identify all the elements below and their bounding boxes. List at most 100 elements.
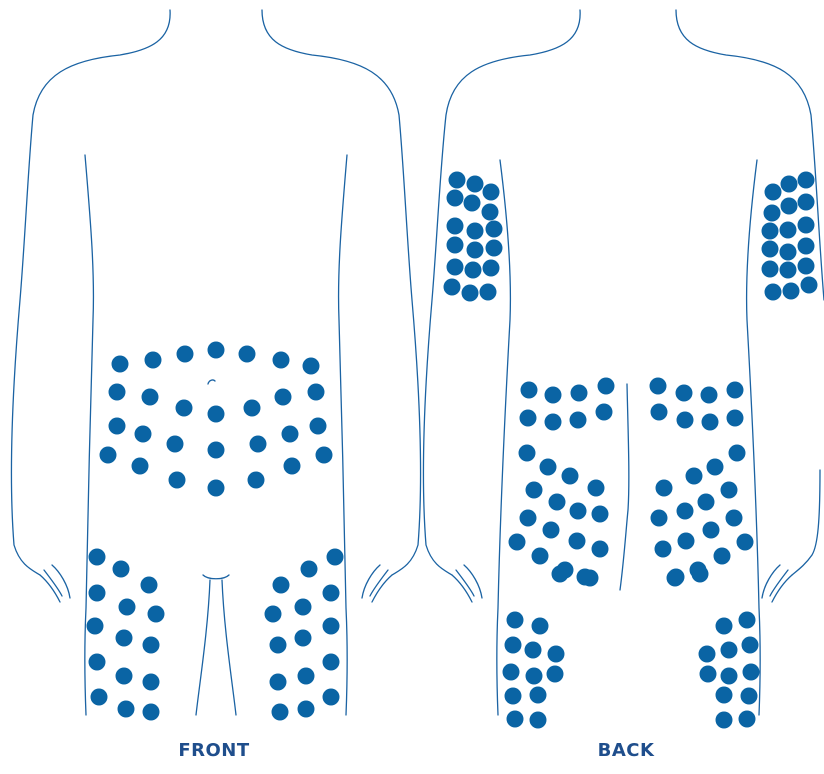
injection-site-dot — [89, 654, 106, 671]
injection-site-dot — [323, 585, 340, 602]
injection-site-dot — [87, 618, 104, 635]
injection-sites — [87, 172, 818, 729]
injection-site-dot — [780, 244, 797, 261]
injection-site-dot — [743, 664, 760, 681]
injection-site-dot — [547, 666, 564, 683]
injection-site-dot — [701, 387, 718, 404]
injection-site-dot — [109, 418, 126, 435]
injection-site-dot — [505, 637, 522, 654]
injection-site-dot — [530, 687, 547, 704]
site-region-left-thigh-back — [503, 612, 565, 729]
injection-site-dot — [762, 261, 779, 278]
injection-site-dot — [699, 646, 716, 663]
injection-site-dot — [707, 459, 724, 476]
injection-site-dot — [176, 400, 193, 417]
injection-site-dot — [327, 549, 344, 566]
injection-site-dot — [726, 510, 743, 527]
injection-site-dot — [135, 426, 152, 443]
injection-site-dot — [798, 194, 815, 211]
injection-site-dot — [650, 378, 667, 395]
injection-site-dot — [721, 668, 738, 685]
injection-site-dot — [272, 704, 289, 721]
injection-site-dot — [739, 711, 756, 728]
injection-site-dot — [519, 445, 536, 462]
injection-site-dot — [483, 184, 500, 201]
front-label: FRONT — [114, 740, 314, 761]
front-body-outline — [12, 10, 421, 715]
injection-site-dot — [651, 510, 668, 527]
injection-site-dot — [729, 445, 746, 462]
injection-site-dot — [316, 447, 333, 464]
injection-site-dot — [716, 712, 733, 729]
site-region-right-upper-arm — [762, 172, 818, 301]
injection-site-dot — [118, 701, 135, 718]
injection-site-dot — [112, 356, 129, 373]
injection-site-dot — [686, 468, 703, 485]
injection-site-dot — [714, 548, 731, 565]
injection-site-dot — [467, 223, 484, 240]
injection-site-dot — [678, 533, 695, 550]
injection-site-dot — [801, 277, 818, 294]
back-body-outline — [424, 10, 824, 715]
injection-site-dot — [656, 480, 673, 497]
injection-site-dot — [467, 176, 484, 193]
injection-site-dot — [273, 352, 290, 369]
injection-site-dot — [208, 342, 225, 359]
injection-site-dot — [545, 414, 562, 431]
injection-site-dot — [677, 503, 694, 520]
injection-site-dot — [780, 222, 797, 239]
injection-site-dot — [721, 642, 738, 659]
injection-site-dot — [552, 566, 569, 583]
injection-site-dot — [741, 688, 758, 705]
injection-site-dot — [530, 712, 547, 729]
injection-site-dot — [177, 346, 194, 363]
injection-site-dot — [520, 510, 537, 527]
injection-site-dot — [464, 195, 481, 212]
injection-site-dot — [764, 205, 781, 222]
injection-site-dot — [598, 378, 615, 395]
injection-site-dot — [716, 687, 733, 704]
injection-site-dot — [208, 480, 225, 497]
injection-site-dot — [310, 418, 327, 435]
injection-site-dot — [145, 352, 162, 369]
injection-site-dot — [323, 618, 340, 635]
injection-site-dot — [143, 704, 160, 721]
injection-site-dot — [503, 664, 520, 681]
injection-site-dot — [301, 561, 318, 578]
injection-site-dot — [655, 541, 672, 558]
injection-site-dot — [486, 240, 503, 257]
injection-site-dot — [702, 414, 719, 431]
injection-site-dot — [798, 217, 815, 234]
injection-site-dot — [698, 494, 715, 511]
injection-site-dot — [167, 436, 184, 453]
injection-site-dot — [525, 642, 542, 659]
injection-site-dot — [265, 606, 282, 623]
injection-site-dot — [570, 412, 587, 429]
injection-site-dot — [239, 346, 256, 363]
injection-site-dot — [505, 688, 522, 705]
injection-site-dot — [692, 566, 709, 583]
injection-site-dot — [284, 458, 301, 475]
injection-site-dot — [208, 406, 225, 423]
injection-site-dot — [765, 184, 782, 201]
injection-site-dot — [569, 533, 586, 550]
injection-site-dot — [447, 237, 464, 254]
injection-site-dot — [295, 630, 312, 647]
injection-site-dot — [91, 689, 108, 706]
injection-site-dot — [540, 459, 557, 476]
injection-site-dot — [762, 241, 779, 258]
injection-site-dot — [549, 494, 566, 511]
injection-site-dot — [323, 689, 340, 706]
injection-site-dot — [465, 262, 482, 279]
injection-site-dot — [89, 549, 106, 566]
injection-site-dot — [248, 472, 265, 489]
injection-site-dot — [462, 285, 479, 302]
injection-site-dot — [444, 279, 461, 296]
injection-site-dot — [571, 385, 588, 402]
injection-site-dot — [562, 468, 579, 485]
injection-site-dot — [308, 384, 325, 401]
injection-site-dot — [727, 382, 744, 399]
injection-site-dot — [783, 283, 800, 300]
site-region-left-upper-arm — [444, 172, 503, 302]
injection-site-dot — [482, 204, 499, 221]
